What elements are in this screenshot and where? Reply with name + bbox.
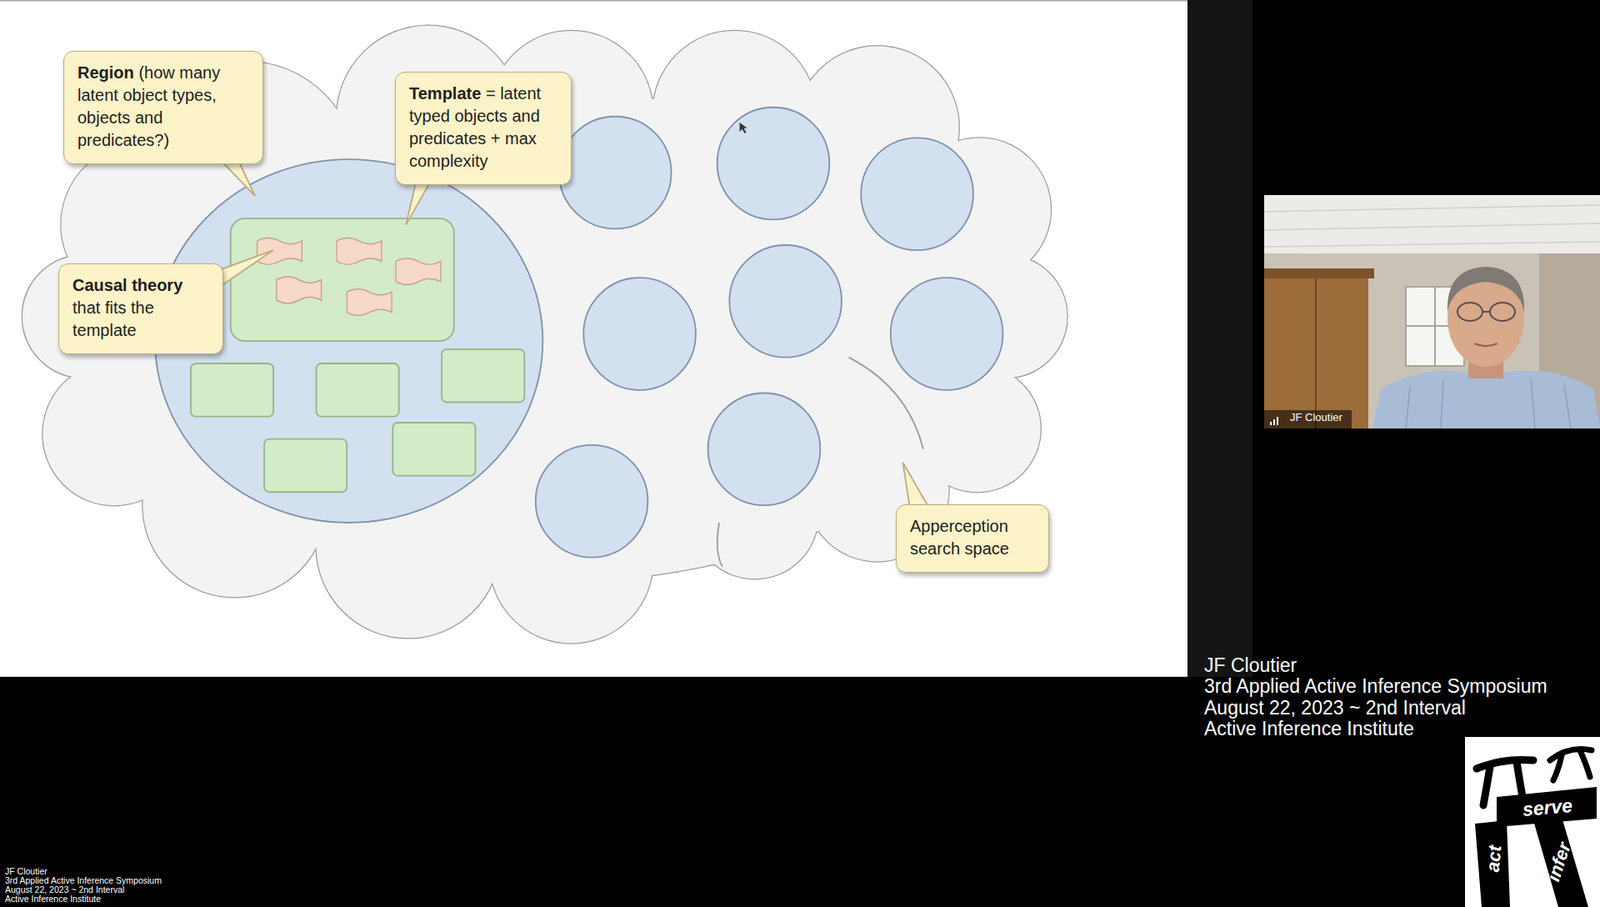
other-regions	[535, 107, 1004, 558]
other-templates	[190, 349, 525, 492]
side-strip	[1187, 0, 1253, 677]
mouse-pointer	[740, 122, 748, 134]
logo-word: serve	[1521, 795, 1574, 820]
ceiling-lines	[1264, 205, 1600, 247]
logo-pi-right	[1550, 749, 1592, 781]
event-date: August 22, 2023 ~ 2nd Interval	[1204, 697, 1466, 719]
callout-heading: Causal theory	[72, 274, 211, 297]
callout-text: Apperception search space	[910, 516, 1010, 558]
slide-top-edge	[0, 0, 1188, 1]
tile-cabinet-top	[1264, 268, 1375, 279]
event-name: 3rd Applied Active Inference Symposium	[1204, 675, 1548, 697]
callout-box: Region(how many latent object types, obj…	[63, 50, 264, 165]
person-mouth	[1474, 343, 1498, 346]
person-shirt	[1372, 370, 1600, 429]
corner-caption: Active Inference Institute	[5, 893, 101, 904]
theory-flags	[257, 237, 441, 315]
tile-cabinet	[1264, 274, 1369, 429]
tile-name-ground	[1264, 410, 1352, 429]
slide-ground	[0, 0, 1188, 677]
tile-ceiling	[1264, 195, 1600, 254]
corner-caption: 3rd Applied Active Inference Symposium	[5, 875, 162, 885]
person-glasses	[1457, 302, 1515, 321]
callout-tails	[209, 148, 934, 516]
callout-box: Causal theorythat fits the template	[58, 263, 224, 355]
shirt-pattern	[1405, 378, 1571, 429]
callout-heading: Template	[409, 84, 481, 103]
organizer-name: Active Inference Institute	[1204, 718, 1415, 740]
cloud-fill	[22, 25, 1068, 644]
participant-name: JF Cloutier	[1290, 411, 1343, 424]
corner-caption: JF Cloutier	[5, 865, 48, 876]
cloud-outline	[22, 25, 1068, 644]
template-box	[230, 218, 455, 341]
institute-logo	[1465, 736, 1600, 907]
logo-ground	[1465, 736, 1600, 907]
speaker-name: JF Cloutier	[1204, 655, 1297, 676]
logo-act-stem	[1475, 820, 1510, 907]
corner-caption: August 22, 2023 ~ 2nd Interval	[5, 884, 125, 895]
tile-cabinet-seam	[1315, 278, 1317, 429]
callout-box: Template= latent typed objects and predi…	[395, 71, 572, 185]
logo-word: act	[1483, 844, 1506, 873]
logo-infer-stem	[1533, 816, 1589, 907]
signal-icon	[1270, 416, 1279, 425]
callout-heading: Region	[77, 63, 135, 82]
callout-box: Apperception search space	[895, 504, 1050, 573]
callout-text: that fits the template	[72, 298, 155, 340]
person-hair	[1447, 266, 1525, 312]
video-tile	[1264, 195, 1600, 429]
tile-wall	[1264, 195, 1600, 429]
